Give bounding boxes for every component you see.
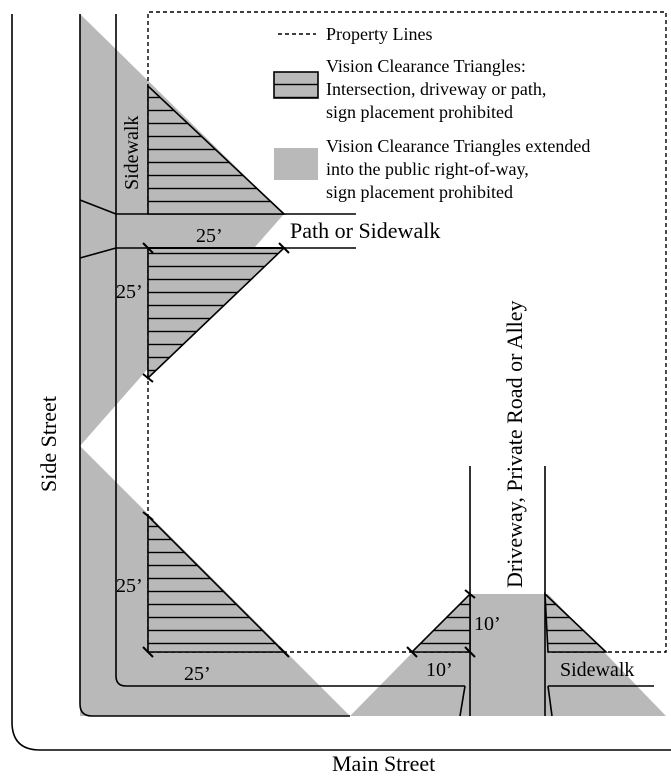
property-lines	[147, 11, 667, 653]
path-or-sidewalk-label: Path or Sidewalk	[290, 218, 440, 243]
path-bottom-line	[79, 247, 117, 259]
driveway-apron-left	[459, 685, 466, 717]
dim-tick	[464, 589, 476, 599]
hatched-triangle-driveway-left	[410, 592, 471, 653]
dim-tick	[142, 511, 154, 521]
legend-hatched-swatch	[273, 71, 319, 99]
dim-tick	[278, 646, 290, 658]
main-street-label: Main Street	[332, 751, 435, 776]
dim-tick	[278, 242, 290, 254]
dim-path-top-horizontal: 25’	[196, 225, 223, 247]
dim-tick	[142, 646, 154, 658]
street-lines	[11, 14, 671, 751]
legend-gray-line3: sign placement prohibited	[326, 182, 513, 202]
dim-tick	[464, 646, 476, 658]
legend-property-lines: Property Lines	[326, 24, 432, 44]
legend-gray-swatch	[274, 148, 318, 180]
legend: Property Lines Vision Clearance Triangle…	[273, 24, 590, 202]
legend-gray-line2: into the public right-of-way,	[326, 159, 529, 179]
hatched-triangle-path-top	[147, 84, 287, 215]
dimension-marks	[142, 242, 476, 658]
hatched-triangle-path-bottom	[147, 247, 286, 380]
hatched-triangles	[147, 84, 609, 653]
driveway-label: Driveway, Private Road or Alley	[502, 300, 527, 588]
dim-corner-horizontal: 25’	[184, 663, 211, 685]
sidewalk-vertical-label: Sidewalk	[121, 116, 143, 190]
dim-path-bottom-vertical: 25’	[116, 281, 143, 303]
inner-curb	[79, 14, 350, 717]
dim-tick	[406, 646, 418, 658]
legend-gray-line1: Vision Clearance Triangles extended	[326, 136, 590, 156]
legend-hatched-line1: Vision Clearance Triangles:	[326, 56, 526, 76]
driveway-apron-right	[547, 685, 553, 717]
dim-tick	[142, 242, 154, 254]
dim-corner-vertical: 25’	[116, 575, 143, 597]
path-top-line	[79, 199, 117, 215]
property-line-lower	[147, 248, 470, 653]
legend-hatched-line3: sign placement prohibited	[326, 102, 513, 122]
sidewalk-inner-edge	[115, 14, 465, 687]
dim-driveway-horizontal: 10’	[426, 659, 453, 681]
gray-area-upper-left	[80, 14, 284, 446]
gray-area-driveway	[350, 594, 666, 716]
hatched-triangle-driveway-right	[544, 592, 609, 653]
side-street-label: Side Street	[36, 396, 61, 492]
dim-driveway-vertical: 10’	[474, 613, 501, 635]
side-street-curb	[11, 14, 671, 751]
hatched-triangle-corner	[147, 514, 286, 653]
dim-tick	[142, 373, 154, 383]
legend-hatched-line2: Intersection, driveway or path,	[326, 79, 546, 99]
sidewalk-bottom-label: Sidewalk	[560, 659, 634, 681]
property-line-main	[147, 11, 667, 653]
